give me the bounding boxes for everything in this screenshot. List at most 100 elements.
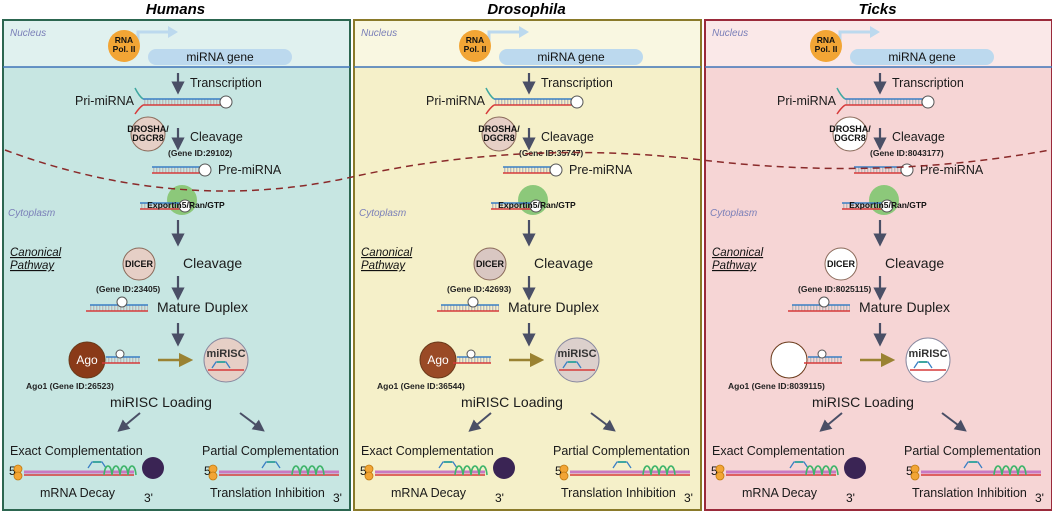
cleavage-label-1: Cleavage	[190, 130, 243, 144]
mirna-partial	[261, 461, 281, 469]
mrna-partial	[921, 470, 1041, 476]
ago-protein	[68, 341, 106, 379]
ago-gene-id: Ago1 (Gene ID:36544)	[377, 381, 465, 391]
mirisc-loading-label: miRISC Loading	[812, 394, 914, 410]
dicer	[473, 247, 507, 281]
cleavage-label-2: Cleavage	[885, 255, 944, 271]
mirisc-complex	[203, 337, 249, 383]
exportin-label: Exportin5/Ran/GTP	[498, 200, 576, 210]
mirisc-complex	[554, 337, 600, 383]
pre-mirna-hairpin	[503, 163, 563, 177]
five-prime-partial: 5'	[204, 464, 213, 478]
five-prime-partial: 5'	[906, 464, 915, 478]
drosha-gene-id: (Gene ID:8043177)	[870, 148, 944, 158]
mirna-exact	[438, 461, 458, 469]
mirna-gene-label: miRNA gene	[537, 50, 605, 64]
mature-duplex-label: Mature Duplex	[157, 299, 248, 315]
rna-pol-ii	[810, 30, 842, 62]
drosha-dgcr8	[832, 116, 868, 152]
transcription-label: Transcription	[892, 76, 964, 90]
mirisc-loading-label: miRISC Loading	[461, 394, 563, 410]
mrna-partial	[219, 470, 339, 476]
pri-mirna-label: Pri-miRNA	[426, 94, 486, 108]
mrna-cap-exact	[13, 464, 23, 481]
column-title: Ticks	[858, 1, 896, 18]
rna-pol-ii	[108, 30, 140, 62]
mrna-exact	[726, 470, 836, 476]
mirna-gene-bar	[850, 49, 994, 65]
mrna-cap-exact	[715, 464, 725, 481]
drosha-dgcr8	[481, 116, 517, 152]
pri-mirna-label: Pri-miRNA	[75, 94, 135, 108]
exact-complementation-label: Exact Complementation	[10, 444, 143, 458]
three-prime-exact: 3'	[846, 491, 855, 505]
exported-pre-mirna	[842, 199, 894, 213]
exported-pre-mirna	[140, 199, 192, 213]
ago-protein	[770, 341, 808, 379]
exportin-label: Exportin5/Ran/GTP	[147, 200, 225, 210]
drosha-label: DROSHA/DGCR8	[829, 124, 871, 143]
dicer-label: DICER	[827, 259, 856, 269]
exact-branch-arrow	[819, 412, 843, 432]
mirisc-label: miRISC	[206, 348, 245, 360]
exact-complementation-label: Exact Complementation	[712, 444, 845, 458]
mirna-partial	[963, 461, 983, 469]
translation-inhibition-label: Translation Inhibition	[210, 486, 325, 500]
mirisc-hairpin	[562, 361, 582, 369]
partial-branch-arrow	[239, 412, 265, 432]
cleavage-label-2: Cleavage	[183, 255, 242, 271]
dicer	[122, 247, 156, 281]
exact-branch-arrow	[117, 412, 141, 432]
partial-complementation-label: Partial Complementation	[202, 444, 339, 458]
pre-mirna-label: Pre-miRNA	[920, 163, 984, 177]
ago-label: Ago	[76, 353, 98, 367]
decay-enzyme	[493, 457, 515, 479]
nucleus-label: Nucleus	[361, 28, 397, 39]
mirisc-loading-label: miRISC Loading	[110, 394, 212, 410]
pri-mirna-hairpin	[836, 87, 935, 115]
five-prime-exact: 5'	[711, 464, 720, 478]
mrna-partial	[570, 470, 690, 476]
drosha-label: DROSHA/DGCR8	[127, 124, 169, 143]
decay-enzyme	[844, 457, 866, 479]
cleavage-label-1: Cleavage	[541, 130, 594, 144]
mirisc-hairpin	[211, 361, 231, 369]
pre-mirna-label: Pre-miRNA	[569, 163, 633, 177]
three-prime-exact: 3'	[144, 491, 153, 505]
ago-gene-id: Ago1 (Gene ID:8039115)	[728, 381, 825, 391]
mirisc-label: miRISC	[557, 348, 596, 360]
dicer-gene-id: (Gene ID:23405)	[96, 284, 160, 294]
pri-mirna-hairpin	[485, 87, 584, 115]
dicer-gene-id: (Gene ID:42693)	[447, 284, 511, 294]
mature-duplex	[788, 304, 850, 312]
cleavage-label-1: Cleavage	[892, 130, 945, 144]
three-prime-exact: 3'	[495, 491, 504, 505]
drosha-label: DROSHA/DGCR8	[478, 124, 520, 143]
mrna-cap-partial	[559, 464, 569, 481]
mature-duplex-label: Mature Duplex	[859, 299, 950, 315]
ribosomes-exact	[454, 465, 488, 476]
mrna-decay-label: mRNA Decay	[40, 486, 116, 500]
drosha-gene-id: (Gene ID:29102)	[168, 148, 232, 158]
cytoplasm-label: Cytoplasm	[710, 208, 757, 219]
mirna-exact	[789, 461, 809, 469]
partial-branch-arrow	[941, 412, 967, 432]
exported-pre-mirna	[491, 199, 543, 213]
partial-complementation-label: Partial Complementation	[904, 444, 1041, 458]
cleavage-label-2: Cleavage	[534, 255, 593, 271]
ago-protein	[419, 341, 457, 379]
partial-branch-arrow	[590, 412, 616, 432]
drosha-dgcr8	[130, 116, 166, 152]
mrna-decay-label: mRNA Decay	[391, 486, 467, 500]
cytoplasm-label: Cytoplasm	[359, 208, 406, 219]
rna-pol-ii	[459, 30, 491, 62]
panel-bg	[2, 19, 351, 511]
ribosomes-exact	[103, 465, 137, 476]
cell-membrane	[4, 149, 1051, 192]
